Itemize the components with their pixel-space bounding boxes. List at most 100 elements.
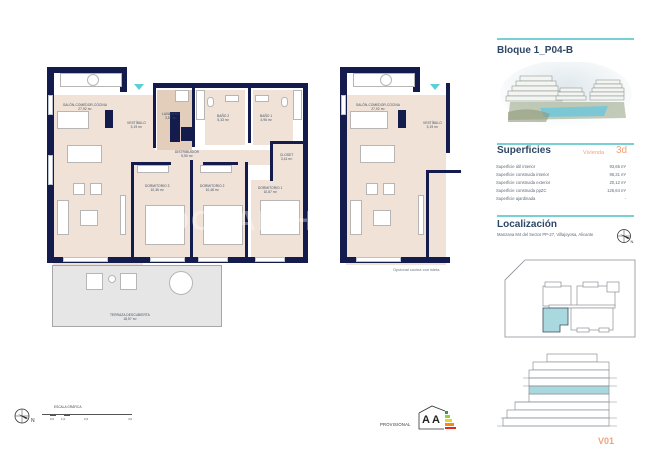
scale-tick-label-3: 4,0 [128,417,133,421]
washer [175,90,189,102]
alt-wall-inner [426,170,429,260]
alt-armchair-2 [383,183,395,195]
localizacion-address: Manzana M4 del Sector PP-27, Villajoyosa… [497,232,594,237]
vivienda-label: Vivienda [583,150,604,156]
localizacion-title: Localización [497,219,558,230]
alt-window-bottom [356,257,401,262]
alt-armchair-1 [366,183,378,195]
wall-top-left [47,67,127,73]
cooktop [87,74,99,86]
alt-entrance-arrow-icon [430,84,440,90]
alt-wall-inner-top [426,170,461,173]
scale-tick-label-2: 2,0 [84,417,89,421]
scale-tick-2 [64,414,70,416]
surface-label: Superficie construida interior [496,172,550,177]
alt-kitchen-island [350,111,388,129]
alt-window-left [341,95,346,115]
scale-line [42,414,132,415]
vivienda-type: 3d [616,145,628,156]
kitchen-island [57,111,89,129]
wall-column [170,112,180,142]
wall-laundry-block [181,127,193,141]
wall-dorm2-right [245,162,248,260]
scale-tick-label-0: 0,0 [50,417,55,421]
alt-sofa [350,200,362,235]
floor-distributor [130,150,270,165]
surface-row: Superficie construida ppZC 126,64 m² [496,188,626,196]
alt-tv-unit [418,195,424,235]
energy-rating-1: A [422,414,430,426]
wardrobe-3 [137,165,169,173]
sofa [57,200,69,235]
energy-rating-2: A [432,414,440,426]
wall-dorm3-top [131,162,171,165]
superficies-title: Superficies [497,145,551,156]
wall-right [303,83,308,263]
surface-row: Superficie construida exterior 20,12 m² [496,180,626,188]
energy-rating-badge: A A [418,405,458,430]
armchair-2 [90,183,102,195]
sink-bath1 [255,95,269,102]
tv-unit [120,195,126,235]
alt-cooktop [380,74,392,86]
wall-closet-top [270,141,305,144]
toilet-bath2 [207,97,214,107]
wall-dorm2-top [203,162,238,165]
compass-icon [14,408,30,424]
energy-provisional-label: PROVISIONAL [380,422,411,427]
wardrobe-2 [200,165,232,173]
wall-dorm-divider [190,160,193,260]
wall-dorm3-left [131,162,134,260]
alt-wall-left [340,67,347,262]
north-label: N [31,418,35,424]
alt-caption: Opcional cocina con isleta [393,267,440,272]
wall-laundry-right [192,87,195,147]
shower-bath1 [293,90,302,120]
surface-value: 20,12 m² [609,180,626,185]
surface-row: Superficie construida interior 96,31 m² [496,172,626,180]
toilet-bath1 [281,97,288,107]
localizacion-rule [497,215,634,217]
scale-tick-label-1: 1,0 [61,417,66,421]
superficies-rule [497,143,634,145]
terrace-side-table [108,275,116,283]
alt-wall-right [446,83,450,153]
window-bottom-3 [198,257,228,262]
window-left-1 [48,95,53,115]
window-bottom-2 [150,257,185,262]
floor-vestibule [140,95,155,155]
alt-wall-top [340,67,420,73]
alt-dining-table [360,145,395,163]
wall-closet-left [270,141,273,181]
tall-unit [105,110,113,128]
surface-label: Superficie construida exterior [496,180,551,185]
terrace-chair-1 [86,273,103,290]
building-render-image [500,60,632,130]
floor-closet [273,143,303,183]
svg-text:N: N [631,239,634,244]
terrace [52,265,222,327]
wall-bath-divider [248,87,251,143]
scale-bar: ESCALA GRÁFICA 0,0 1,0 2,0 4,0 [42,405,137,425]
window-left-2 [48,155,53,185]
scale-title: ESCALA GRÁFICA [54,405,82,409]
elevation-code: V01 [598,436,615,446]
alt-tall-unit [398,110,406,128]
sink-bath2 [225,95,239,102]
surface-label: Superficie ajardinada [496,196,536,201]
site-key-plan [495,255,640,340]
coffee-table [80,210,98,226]
alt-coffee-table [373,210,391,226]
